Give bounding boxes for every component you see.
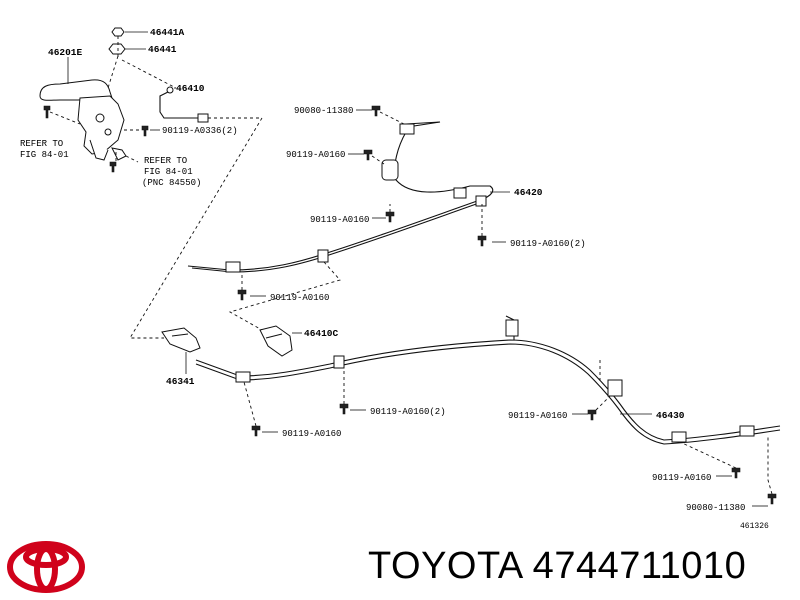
label-46441A: 46441A [150,27,185,38]
label-46201E: 46201E [48,47,83,58]
label-90119-A0336: 90119-A0336(2) [162,126,238,136]
logo-vertical-ring [34,546,58,592]
label-46341: 46341 [166,376,195,387]
label-90119-A0160-h: 90119-A0160 [652,473,711,483]
label-refer2-line2: FIG 84-01 [144,167,193,177]
label-90080-11380-top: 90080-11380 [294,106,353,116]
cable-46420 [187,105,510,331]
label-90119-A0160-d: 90119-A0160 [270,293,329,303]
label-90119-A0160-g: 90119-A0160 [508,411,567,421]
parking-brake-lever-assembly [39,27,263,339]
label-90080-11380-bottom: 90080-11380 [686,503,745,513]
label-90119-A0160-a: 90119-A0160 [286,150,345,160]
label-90119-A0160-f: 90119-A0160 [282,429,341,439]
figure-number: 461326 [740,522,769,531]
label-90119-A0160-e: 90119-A0160(2) [370,407,446,417]
part-number-labels: 46441A 46441 46201E 46410 90119-A0336(2)… [20,27,769,531]
label-46410C: 46410C [304,328,339,339]
label-90119-A0160-c: 90119-A0160(2) [510,239,586,249]
label-refer2-line1: REFER TO [144,156,187,166]
label-refer1-line2: FIG 84-01 [20,150,69,160]
label-46430: 46430 [656,410,685,421]
label-90119-A0160-b: 90119-A0160 [310,215,369,225]
brand-part-number: TOYOTA 4744711010 [368,545,747,587]
label-refer2-line3: (PNC 84550) [142,178,201,188]
label-refer1-line1: REFER TO [20,139,63,149]
label-46441: 46441 [148,44,177,55]
cable-46430 [195,315,781,507]
equalizer-and-cable-guide [161,325,302,374]
toyota-logo [7,541,85,593]
label-46420: 46420 [514,187,543,198]
label-46410: 46410 [176,83,205,94]
